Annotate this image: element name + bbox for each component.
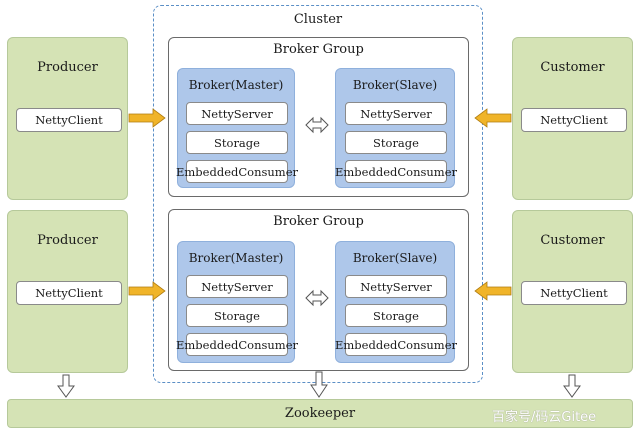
orange-arrow-left-icon bbox=[474, 108, 512, 128]
producer-title: Producer bbox=[37, 233, 98, 248]
broker-slave-title: Broker(Slave) bbox=[352, 78, 438, 92]
producer-panel-2: Producer NettyClient bbox=[7, 210, 128, 373]
broker-slave-title: Broker(Slave) bbox=[352, 251, 438, 265]
embedded-consumer-box: EmbeddedConsumer bbox=[176, 160, 298, 183]
embedded-consumer-box: EmbeddedConsumer bbox=[335, 333, 457, 356]
customer-title: Customer bbox=[540, 60, 605, 75]
embedded-consumer-box: EmbeddedConsumer bbox=[176, 333, 298, 356]
netty-client-box: NettyClient bbox=[521, 281, 627, 305]
cluster-title: Cluster bbox=[293, 12, 343, 27]
broker-master-title: Broker(Master) bbox=[188, 78, 284, 92]
watermark: 百家号/码云Gitee bbox=[492, 410, 597, 425]
zookeeper-bar: Zookeeper bbox=[7, 399, 633, 428]
orange-arrow-right-icon bbox=[128, 108, 166, 128]
orange-arrow-right-icon bbox=[128, 281, 166, 301]
down-arrow-icon bbox=[57, 374, 75, 398]
broker-master-title: Broker(Master) bbox=[188, 251, 284, 265]
netty-server-box: NettyServer bbox=[345, 275, 447, 298]
broker-slave: Broker(Slave) NettyServer Storage Embedd… bbox=[335, 68, 457, 188]
netty-client-box: NettyClient bbox=[16, 108, 122, 132]
down-arrow-icon bbox=[310, 371, 328, 398]
orange-arrow-left-icon bbox=[474, 281, 512, 301]
storage-box: Storage bbox=[345, 304, 447, 327]
down-arrow-icon bbox=[563, 374, 581, 398]
netty-server-box: NettyServer bbox=[345, 102, 447, 125]
customer-panel-2: Customer NettyClient bbox=[512, 210, 633, 373]
storage-box: Storage bbox=[186, 131, 288, 154]
netty-client-box: NettyClient bbox=[521, 108, 627, 132]
storage-box: Storage bbox=[345, 131, 447, 154]
customer-title: Customer bbox=[540, 233, 605, 248]
broker-group-1: Broker Group Broker(Master) NettyServer … bbox=[168, 37, 469, 197]
broker-slave: Broker(Slave) NettyServer Storage Embedd… bbox=[335, 241, 457, 363]
broker-group-title: Broker Group bbox=[273, 214, 364, 229]
broker-group-2: Broker Group Broker(Master) NettyServer … bbox=[168, 209, 469, 371]
netty-client-box: NettyClient bbox=[16, 281, 122, 305]
broker-master: Broker(Master) NettyServer Storage Embed… bbox=[176, 68, 298, 188]
producer-panel-1: Producer NettyClient bbox=[7, 37, 128, 200]
broker-master: Broker(Master) NettyServer Storage Embed… bbox=[176, 241, 298, 363]
netty-server-box: NettyServer bbox=[186, 102, 288, 125]
broker-group-title: Broker Group bbox=[273, 42, 364, 57]
customer-panel-1: Customer NettyClient bbox=[512, 37, 633, 200]
double-arrow-icon bbox=[305, 289, 329, 307]
double-arrow-icon bbox=[305, 116, 329, 134]
netty-server-box: NettyServer bbox=[186, 275, 288, 298]
zookeeper-label: Zookeeper bbox=[284, 406, 356, 421]
storage-box: Storage bbox=[186, 304, 288, 327]
producer-title: Producer bbox=[37, 60, 98, 75]
embedded-consumer-box: EmbeddedConsumer bbox=[335, 160, 457, 183]
